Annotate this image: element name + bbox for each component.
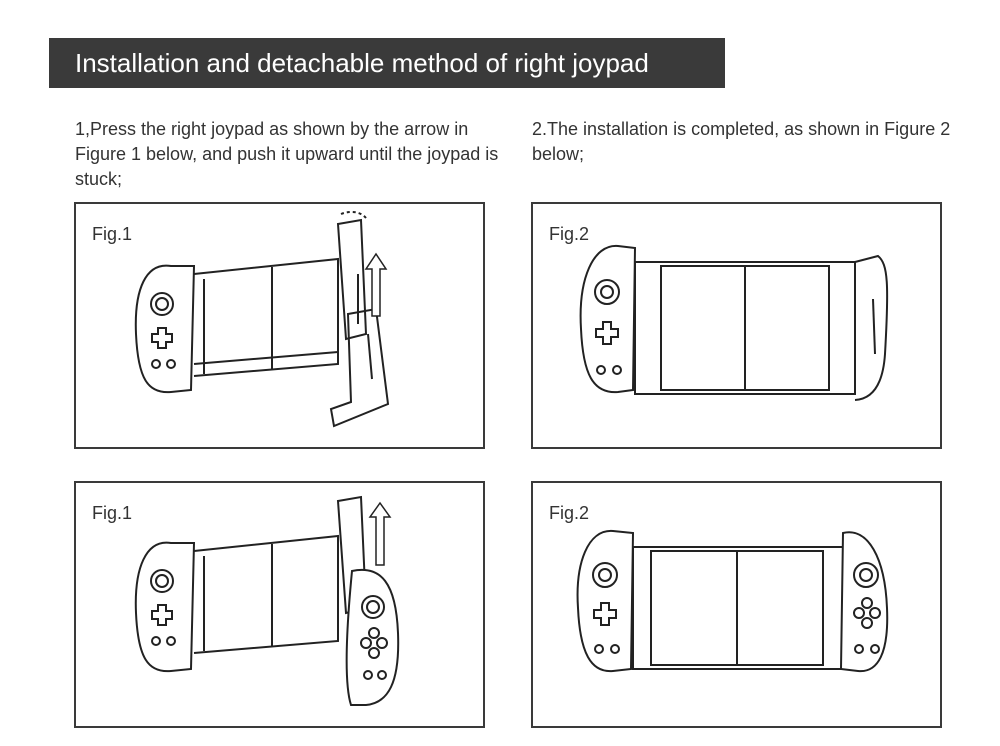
figure-panel-2: Fig.2	[531, 202, 942, 449]
figure-panel-3: Fig.1	[74, 481, 485, 728]
controller-illustration	[134, 495, 400, 706]
figure-label: Fig.1	[92, 503, 133, 523]
instruction-step-1: 1,Press the right joypad as shown by the…	[75, 119, 499, 189]
instruction-step-2: 2.The installation is completed, as show…	[532, 119, 951, 164]
figure-label: Fig.2	[549, 224, 590, 244]
figure-label: Fig.2	[549, 503, 590, 523]
controller-illustration	[576, 529, 889, 673]
figure-label: Fig.1	[92, 224, 133, 244]
figure-panel-1: Fig.1	[74, 202, 485, 449]
figure-panel-4: Fig.2	[531, 481, 942, 728]
page-title: Installation and detachable method of ri…	[49, 38, 725, 88]
controller-illustration	[579, 244, 889, 401]
controller-illustration	[134, 210, 390, 428]
